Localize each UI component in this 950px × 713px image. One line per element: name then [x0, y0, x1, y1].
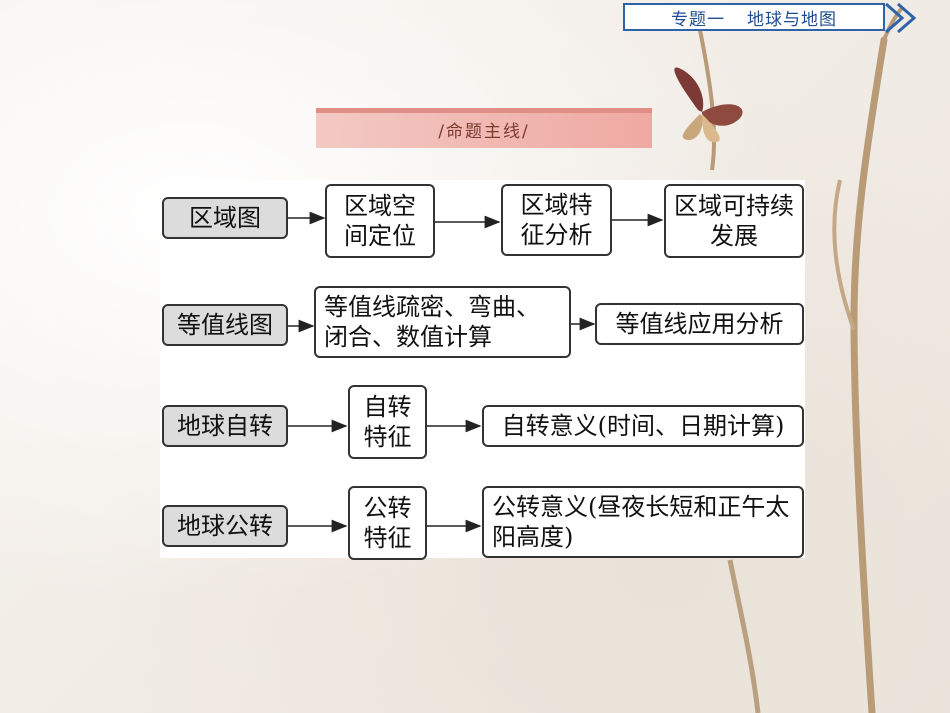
butterfly-icon	[674, 67, 743, 143]
chapter-tab: 专题一 地球与地图	[623, 3, 885, 31]
step-rotation-significance: 自转意义(时间、日期计算)	[482, 405, 804, 447]
step-rotation-features: 自转特征	[348, 385, 427, 459]
banner-title: /命题主线/	[438, 122, 530, 142]
step-revolution-features: 公转特征	[348, 486, 427, 560]
flow-arrows	[288, 211, 664, 533]
step-sustainable-development: 区域可持续发展	[664, 184, 804, 258]
step-region-location: 区域空间定位	[325, 184, 435, 258]
flow-diagram: 区域图 区域空间定位 区域特征分析 区域可持续发展 等值线图 等值线疏密、弯曲、…	[160, 180, 805, 560]
step-revolution-significance: 公转意义(昼夜长短和正午太阳高度)	[482, 486, 804, 558]
chapter-label: 专题一	[671, 9, 725, 30]
step-isoline-features: 等值线疏密、弯曲、闭合、数值计算	[314, 286, 571, 358]
section-banner: /命题主线/	[316, 108, 652, 148]
topic-region-map: 区域图	[162, 197, 288, 239]
branch-decoration	[674, 6, 904, 713]
chapter-title: 地球与地图	[747, 9, 837, 30]
topic-isoline-map: 等值线图	[162, 304, 288, 346]
step-region-analysis: 区域特征分析	[501, 184, 612, 256]
step-isoline-application: 等值线应用分析	[595, 303, 804, 345]
topic-earth-revolution: 地球公转	[162, 505, 288, 547]
chevron-right-icon	[885, 2, 917, 34]
topic-earth-rotation: 地球自转	[162, 405, 288, 447]
